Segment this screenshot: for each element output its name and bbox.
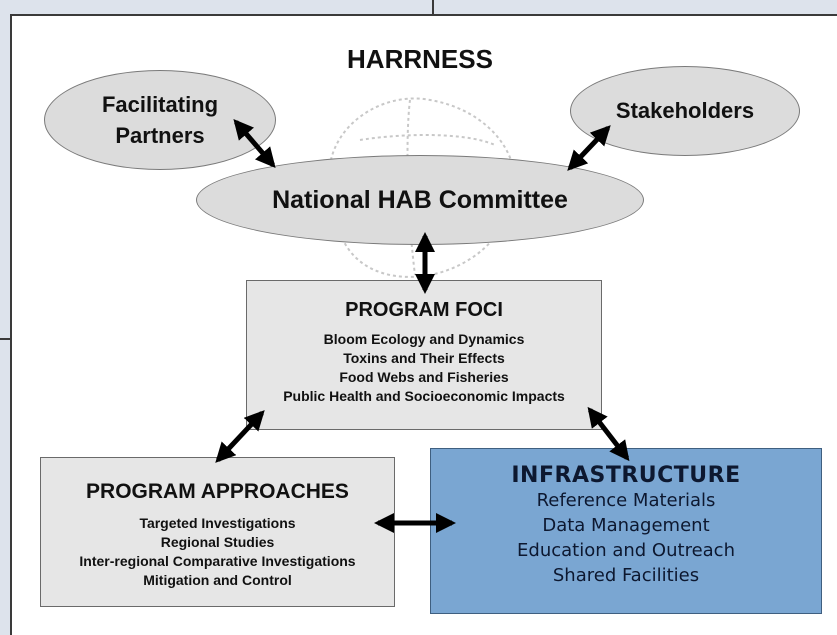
national-hab-committee-node: National HAB Committee xyxy=(196,155,644,245)
infrastructure-item: Reference Materials xyxy=(536,490,716,511)
arrow-partners-committee xyxy=(233,118,276,169)
top-edge-tick xyxy=(432,0,434,14)
program-foci-item: Food Webs and Fisheries xyxy=(339,369,509,385)
program-foci-title: PROGRAM FOCI xyxy=(345,299,503,321)
infrastructure-item: Shared Facilities xyxy=(552,565,700,586)
program-foci-box: PROGRAM FOCI Bloom Ecology and Dynamics … xyxy=(246,280,602,430)
program-approaches-item: Mitigation and Control xyxy=(143,572,292,588)
program-foci-item: Bloom Ecology and Dynamics xyxy=(323,331,525,347)
diagram-title: HARRNESS xyxy=(347,44,493,74)
program-approaches-title: PROGRAM APPROACHES xyxy=(86,480,349,503)
program-approaches-item: Targeted Investigations xyxy=(139,515,296,531)
program-approaches-box: PROGRAM APPROACHES Targeted Investigatio… xyxy=(40,457,395,607)
arrow-foci-infrastructure xyxy=(587,406,630,462)
program-approaches-item: Inter-regional Comparative Investigation… xyxy=(79,553,356,569)
left-edge-tick xyxy=(0,338,10,340)
infrastructure-title: INFRASTRUCTURE xyxy=(511,463,741,488)
infrastructure-item: Education and Outreach xyxy=(517,540,735,561)
stakeholders-label: Stakeholders xyxy=(615,98,755,123)
facilitating-partners-label: Facilitating Partners xyxy=(101,92,219,148)
program-foci-item: Toxins and Their Effects xyxy=(343,350,505,366)
arrow-stakeholders-committee xyxy=(567,125,611,171)
infrastructure-box: INFRASTRUCTURE Reference Materials Data … xyxy=(430,448,822,614)
program-approaches-item: Regional Studies xyxy=(160,534,275,550)
national-hab-committee-label: National HAB Committee xyxy=(272,185,568,214)
infrastructure-item: Data Management xyxy=(542,515,710,536)
arrow-foci-approaches xyxy=(215,410,265,463)
program-foci-item: Public Health and Socioeconomic Impacts xyxy=(283,388,565,404)
